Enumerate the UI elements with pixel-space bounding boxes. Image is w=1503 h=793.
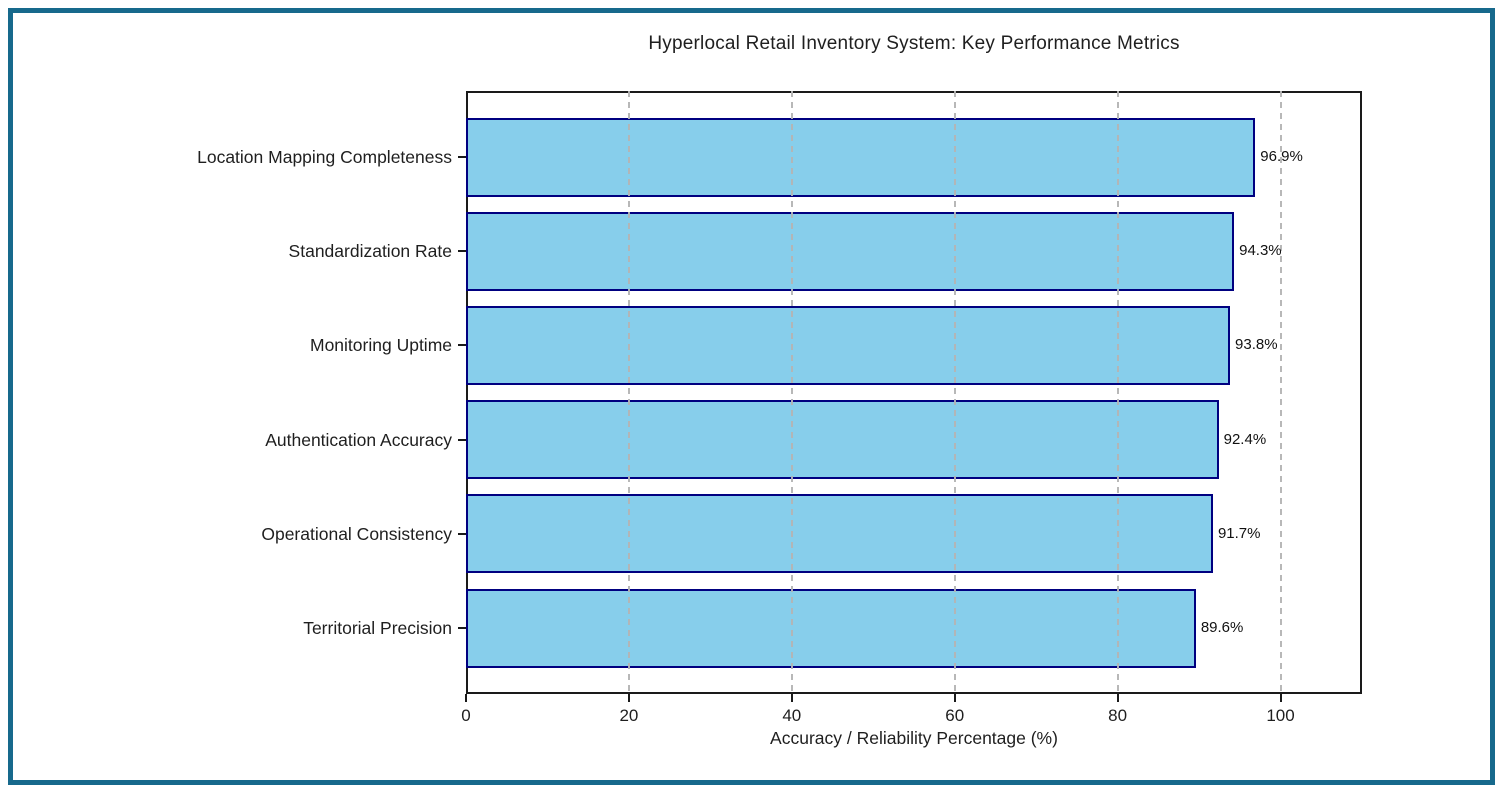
bar-value-label-standardization-rate: 94.3%	[1239, 242, 1282, 260]
y-tick-mark-operational-consistency	[458, 532, 466, 535]
x-tick-mark-60	[953, 694, 956, 702]
bar-operational-consistency	[466, 494, 1213, 574]
gridline-20	[627, 91, 630, 694]
x-tick-label-20: 20	[619, 706, 639, 725]
bar-location-mapping-completeness	[466, 117, 1256, 197]
bar-value-label-location-mapping-completeness: 96.9%	[1260, 148, 1303, 165]
x-axis-label: Accuracy / Reliability Percentage (%)	[770, 728, 1058, 748]
bar-value-label-operational-consistency: 91.7%	[1217, 524, 1261, 542]
x-tick-label-40: 40	[782, 706, 802, 725]
y-tick-mark-authentication-accuracy	[458, 438, 466, 441]
x-tick-label-0: 0	[461, 706, 471, 725]
gridline-100	[1279, 91, 1282, 694]
y-tick-label-location-mapping-completeness: Location Mapping Completeness	[197, 147, 452, 167]
y-tick-mark-standardization-rate	[458, 250, 466, 253]
x-tick-mark-100	[1279, 694, 1282, 702]
y-tick-label-authentication-accuracy: Authentication Accuracy	[265, 429, 452, 450]
x-tick-label-80: 80	[1108, 706, 1128, 725]
y-tick-label-standardization-rate: Standardization Rate	[288, 241, 452, 262]
bar-monitoring-uptime	[466, 305, 1231, 385]
y-tick-mark-monitoring-uptime	[458, 344, 466, 347]
bar-value-label-territorial-precision: 89.6%	[1200, 619, 1244, 636]
bar-territorial-precision	[466, 588, 1196, 668]
y-tick-label-operational-consistency: Operational Consistency	[261, 523, 452, 544]
gridline-40	[790, 91, 793, 694]
x-tick-label-60: 60	[945, 706, 965, 725]
y-tick-mark-location-mapping-completeness	[458, 156, 466, 158]
x-tick-mark-20	[627, 694, 630, 702]
bar-standardization-rate	[466, 211, 1235, 291]
chart-title: Hyperlocal Retail Inventory System: Key …	[648, 33, 1180, 54]
x-tick-mark-80	[1116, 694, 1119, 702]
y-tick-mark-territorial-precision	[458, 627, 466, 629]
x-tick-label-100: 100	[1266, 706, 1295, 725]
gridline-60	[953, 91, 956, 694]
y-tick-label-monitoring-uptime: Monitoring Uptime	[310, 335, 452, 356]
bar-value-label-monitoring-uptime: 93.8%	[1235, 336, 1278, 354]
x-tick-mark-40	[790, 694, 793, 702]
bar-value-label-authentication-accuracy: 92.4%	[1223, 430, 1267, 448]
x-tick-mark-0	[465, 694, 467, 702]
y-tick-label-territorial-precision: Territorial Precision	[303, 618, 452, 638]
gridline-80	[1116, 91, 1119, 694]
bar-authentication-accuracy	[466, 400, 1219, 480]
